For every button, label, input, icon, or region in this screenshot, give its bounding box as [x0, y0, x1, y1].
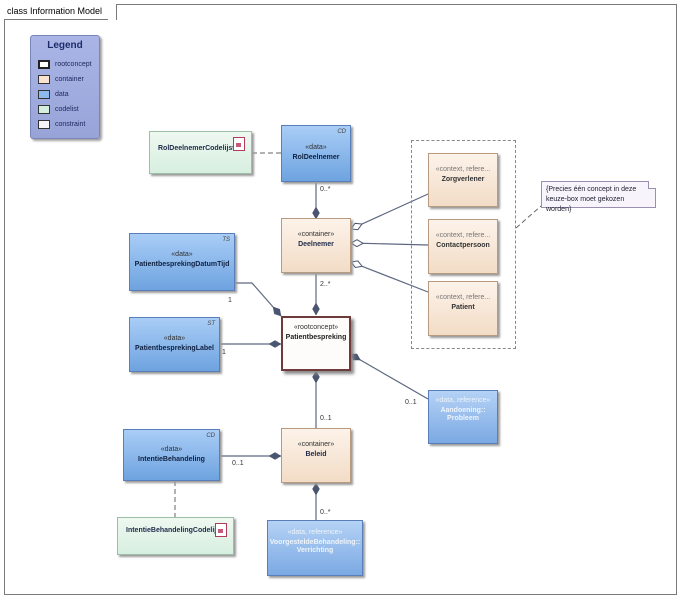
multiplicity-intentie: 0..1 — [232, 460, 244, 467]
multiplicity-rol: 0..* — [320, 186, 331, 193]
container-beleid[interactable]: «container» Beleid — [281, 428, 351, 483]
link-zorgverlener — [351, 193, 429, 229]
legend-title: Legend — [47, 40, 83, 51]
context-patient[interactable]: «context, refere... Patient — [428, 281, 498, 336]
multiplicity-verrichting: 0..* — [320, 509, 331, 516]
stereotype-label: «context, refere... — [435, 294, 491, 301]
legend-swatch — [38, 90, 50, 99]
document-icon — [233, 137, 245, 151]
context-zorgverlener[interactable]: «context, refere... Zorgverlener — [428, 153, 498, 207]
choice-box — [411, 140, 516, 349]
root-patientbespreking[interactable]: «rootconcept» Patientbespreking — [281, 316, 351, 371]
element-name: Patient — [451, 304, 475, 311]
data-reference-verrichting[interactable]: «data, reference» VoorgesteldeBehandelin… — [267, 520, 363, 576]
data-reference-probleem[interactable]: «data, reference» Aandoening:: Probleem — [428, 390, 498, 444]
multiplicity-deelnemer: 2..* — [320, 281, 331, 288]
element-name: IntentieBehandelingCodelijst — [126, 527, 223, 534]
diagram-frame — [4, 4, 677, 595]
stereotype-label: «data» — [160, 446, 183, 453]
datatype-tag: CD — [206, 433, 215, 439]
codelist-intentie-behandeling[interactable]: IntentieBehandelingCodelijst — [117, 517, 234, 555]
data-rol-deelnemer[interactable]: CD «data» RolDeelnemer — [281, 125, 351, 182]
legend-swatch — [38, 75, 50, 84]
legend-label: constraint — [55, 121, 86, 128]
element-name: Deelnemer — [298, 241, 334, 248]
document-icon — [215, 523, 227, 537]
element-name: Verrichting — [296, 547, 334, 554]
stereotype-label: «context, refere... — [435, 232, 491, 239]
container-deelnemer[interactable]: «container» Deelnemer — [281, 218, 351, 273]
legend-label: rootconcept — [55, 61, 92, 68]
stereotype-label: «data, reference» — [287, 529, 343, 536]
element-name: VoorgesteldeBehandeling:: — [269, 539, 361, 546]
multiplicity-beleid: 0..1 — [320, 415, 332, 422]
multiplicity-probleem: 0..1 — [405, 399, 417, 406]
legend-swatch — [38, 120, 50, 129]
element-name: PatientbesprekingLabel — [135, 345, 214, 352]
element-name: Patientbespreking — [285, 334, 347, 341]
stereotype-label: «container» — [297, 441, 335, 448]
element-name: IntentieBehandeling — [138, 456, 205, 463]
link-contactpersoon — [351, 243, 429, 245]
datatype-tag: CD — [337, 129, 346, 135]
element-name: Zorgverlener — [441, 176, 485, 183]
codelist-rol-deelnemer[interactable]: RolDeelnemerCodelijst — [149, 131, 252, 174]
diagram-title: class Information Model — [4, 4, 118, 20]
multiplicity-datum: 1 — [228, 297, 232, 304]
stereotype-label: «container» — [297, 231, 335, 238]
datatype-tag: ST — [207, 321, 215, 327]
element-name: PatientbesprekingDatumTijd — [134, 261, 230, 268]
stereotype-label: «data» — [163, 335, 186, 342]
link-probleem — [349, 353, 429, 400]
data-label[interactable]: ST «data» PatientbesprekingLabel — [129, 317, 220, 372]
context-contactpersoon[interactable]: «context, refere... Contactpersoon — [428, 219, 498, 274]
legend-swatch — [38, 105, 50, 114]
element-name: RolDeelnemerCodelijst — [158, 145, 235, 152]
legend-swatch — [38, 60, 50, 69]
element-name: Probleem — [447, 415, 479, 422]
link-patient — [351, 262, 429, 293]
legend-label: codelist — [55, 106, 79, 113]
stereotype-label: «data» — [171, 251, 193, 258]
multiplicity-label: 1 — [222, 349, 226, 356]
link-note — [515, 205, 542, 229]
stereotype-label: «data, reference» — [435, 397, 491, 404]
element-name: Aandoening:: — [440, 407, 486, 414]
constraint-note[interactable]: {Precies één concept in deze keuze-box m… — [541, 181, 656, 213]
legend: Legend rootconcept container data codeli… — [30, 35, 100, 139]
stereotype-label: «data» — [305, 144, 327, 151]
legend-label: container — [55, 76, 84, 83]
stereotype-label: «rootconcept» — [293, 324, 339, 331]
legend-label: data — [55, 91, 69, 98]
element-name: Contactpersoon — [436, 242, 490, 249]
stereotype-label: «context, refere... — [435, 166, 491, 173]
element-name: RolDeelnemer — [292, 154, 340, 161]
data-intentie-behandeling[interactable]: CD «data» IntentieBehandeling — [123, 429, 220, 481]
data-datum-tijd[interactable]: TS «data» PatientbesprekingDatumTijd — [129, 233, 235, 291]
element-name: Beleid — [305, 451, 327, 458]
datatype-tag: TS — [222, 237, 230, 243]
